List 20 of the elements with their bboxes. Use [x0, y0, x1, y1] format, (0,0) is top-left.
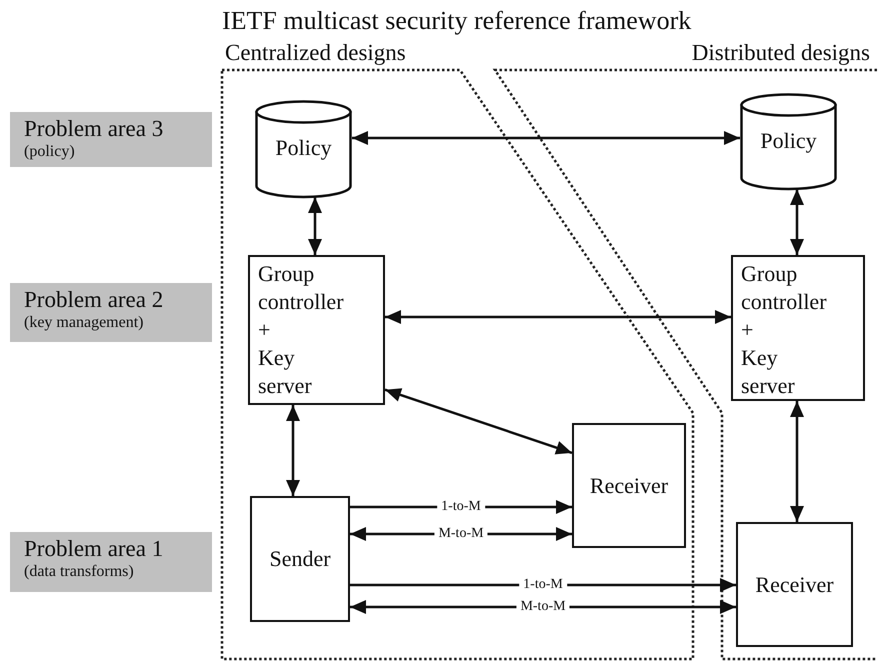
double-arrow: [286, 405, 300, 496]
region-heading: Distributed designs: [692, 40, 870, 66]
double-arrow: [790, 401, 804, 522]
diagram-title: IETF multicast security reference framework: [222, 6, 692, 36]
double-arrow: [308, 197, 322, 255]
region-heading: Centralized designs: [225, 40, 406, 66]
process-box: Group controller + Key server: [248, 255, 385, 405]
problem-area-label: Problem area 1 (data transforms): [10, 532, 212, 592]
process-box: Receiver: [736, 522, 853, 647]
double-arrow: [384, 388, 572, 454]
double-arrow: [385, 310, 731, 324]
problem-area-label: Problem area 2 (key management): [10, 283, 212, 342]
problem-area-label: Problem area 3 (policy): [10, 112, 212, 167]
database-cylinder: Policy: [255, 100, 352, 197]
process-box: Sender: [250, 496, 350, 622]
database-cylinder: Policy: [740, 93, 837, 189]
process-box: Group controller + Key server: [731, 255, 865, 401]
double-arrow: [352, 131, 740, 145]
double-arrow: [790, 189, 804, 255]
process-box: Receiver: [572, 423, 686, 548]
